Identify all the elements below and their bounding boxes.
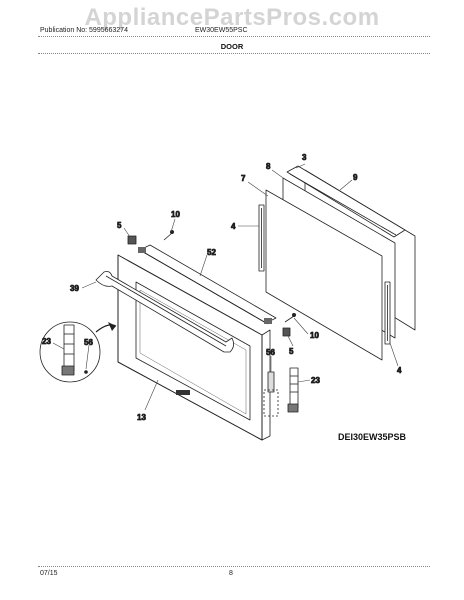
callout-13: 13: [137, 413, 146, 422]
clip-top: [127, 235, 137, 245]
callout-23-right: 23: [311, 376, 320, 385]
callout-39: 39: [70, 284, 79, 293]
callout-4-left: 4: [231, 222, 236, 231]
footer-date: 07/15: [40, 570, 58, 577]
header-rule: [38, 36, 430, 37]
callout-10-top: 10: [171, 210, 180, 219]
door-handle: [95, 271, 234, 353]
section-rule: [38, 53, 430, 54]
callout-23-detail: 23: [42, 337, 51, 346]
callout-5-top: 5: [117, 221, 122, 230]
top-trim-strip: [286, 165, 406, 238]
callout-9: 9: [353, 173, 358, 182]
callout-3: 3: [302, 153, 307, 162]
left-hinge-detail: [61, 324, 88, 376]
publication-number: Publication No: 5995663274: [40, 27, 128, 34]
page-number: 8: [229, 570, 233, 577]
door-window: [135, 281, 251, 421]
model-number: EW30EW55PSC: [195, 27, 248, 34]
screw-right: [284, 312, 296, 323]
footer-rule: [38, 566, 430, 567]
door-window-inner: [139, 289, 247, 415]
screw-top: [163, 229, 174, 241]
section-title: DOOR: [220, 42, 244, 51]
right-hinge: [287, 367, 299, 413]
clip-right: [282, 327, 291, 337]
callout-10-right: 10: [310, 331, 319, 340]
callout-52: 52: [207, 248, 216, 257]
diagram-code: DEI30EW35PSB: [338, 432, 407, 442]
watermark: AppliancePartsPros.com: [84, 4, 380, 31]
hinge-receiver: [263, 371, 279, 417]
callout-8: 8: [266, 162, 271, 171]
callout-4-right: 4: [397, 366, 402, 375]
door-badge: [176, 390, 190, 395]
callout-56-detail: 56: [84, 338, 93, 347]
callout-56-right: 56: [266, 348, 275, 357]
inner-glass-panel: [265, 189, 383, 361]
callout-5-right: 5: [289, 347, 294, 356]
callout-7: 7: [241, 174, 246, 183]
